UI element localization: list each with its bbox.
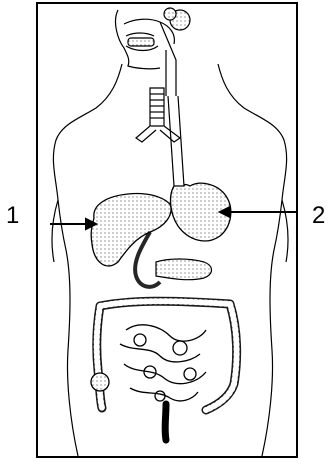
- caecum: [91, 373, 109, 391]
- arrow-1: [50, 219, 96, 229]
- label-2: 2: [312, 204, 325, 228]
- large-intestine-inner: [97, 301, 237, 410]
- pancreas: [156, 259, 212, 280]
- liver: [91, 193, 171, 265]
- small-intestine: [120, 325, 206, 401]
- rectum: [165, 404, 166, 440]
- large-intestine: [97, 301, 237, 410]
- trachea: [136, 88, 180, 142]
- head-mouth: [116, 8, 190, 96]
- duodenum: [135, 232, 160, 287]
- label-1: 1: [6, 204, 19, 228]
